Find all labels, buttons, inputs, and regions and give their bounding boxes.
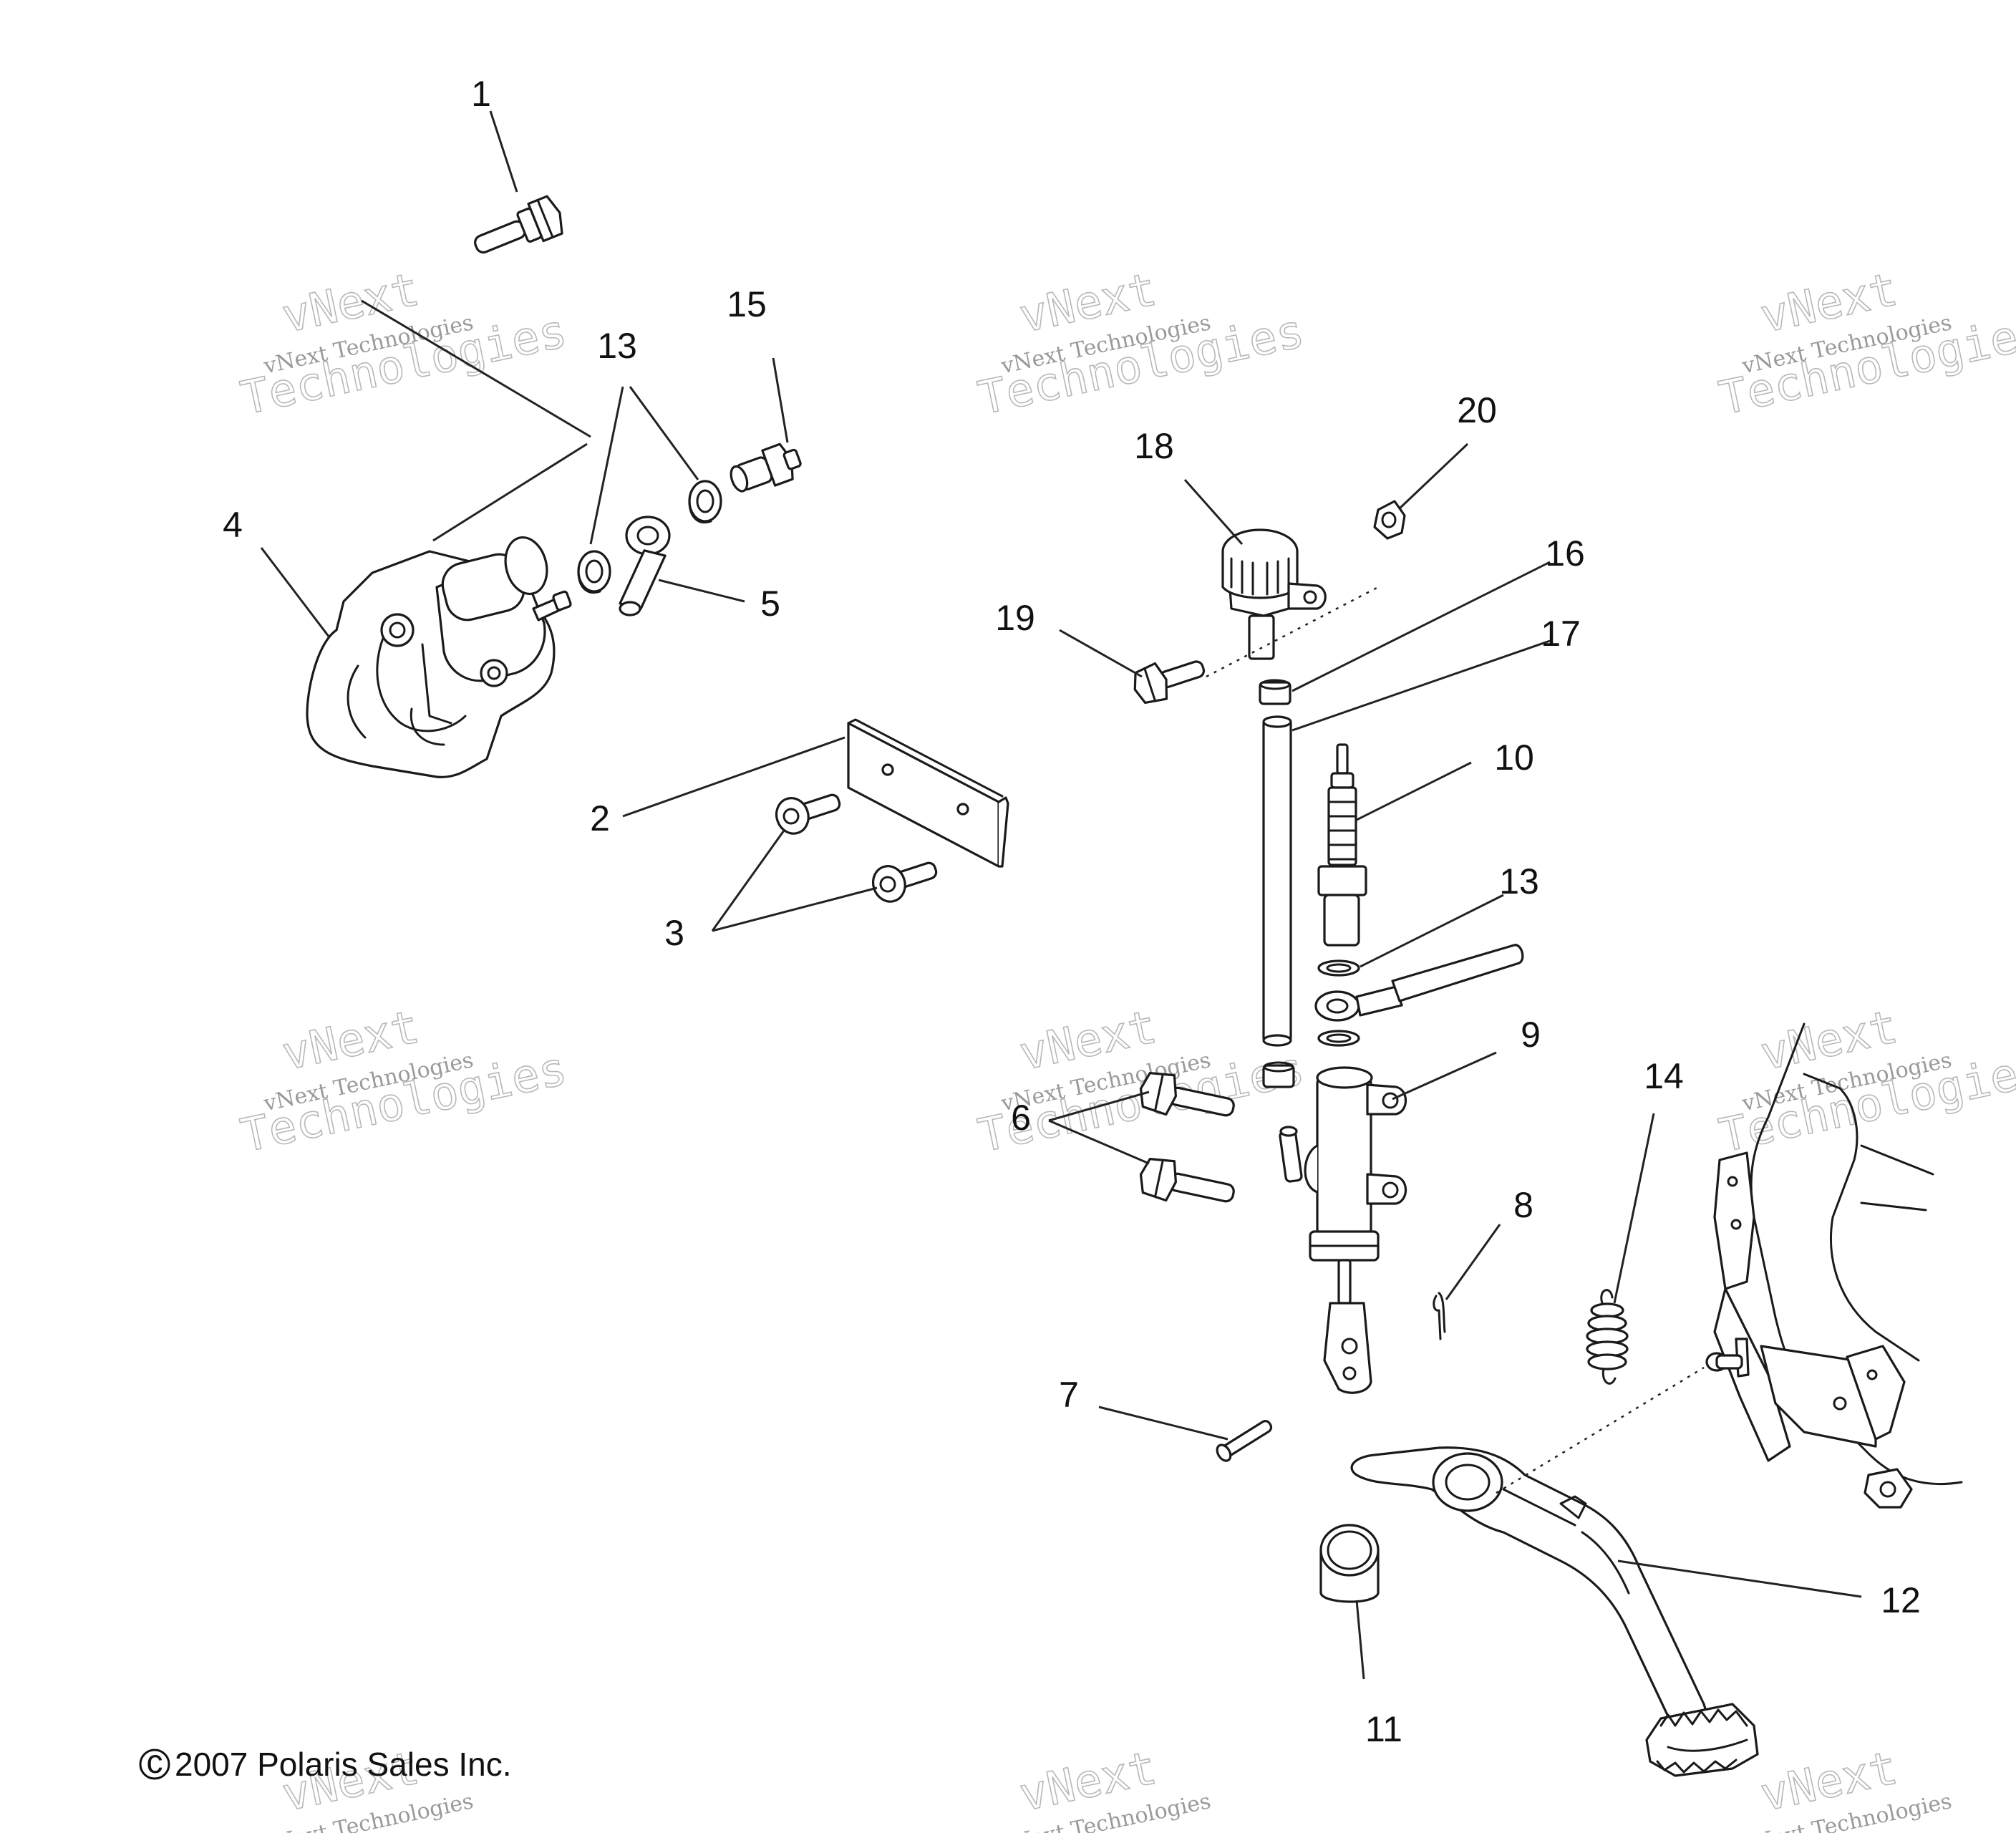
part-banjo-fitting-hose [1314,944,1524,1022]
part-15-bleeder-valve [730,442,802,493]
callout-2: 2 [590,798,610,838]
watermark-top-right: vNext vNext Technologies Technologies [1715,263,2016,426]
part-13-washer-lower [1317,1030,1360,1047]
leader-lines [260,110,1862,1680]
part-7-clevis-pin [1216,1420,1273,1462]
part-2-bracket [847,718,1009,868]
part-18-reservoir [1221,528,1327,660]
watermark-group: vNext vNext Technologies Technologies vN… [236,263,2016,1833]
part-6-bolt-upper [1139,1072,1235,1117]
callout-18: 18 [1134,426,1174,466]
watermark-top-left: vNext vNext Technologies Technologies [236,263,572,426]
watermark-bottom-right: vNext vNext Technologies [1740,1741,1954,1833]
callout-12: 12 [1881,1580,1921,1620]
copyright-text: 2007 Polaris Sales Inc. [175,1746,512,1783]
callout-labels: 1 13 15 4 5 2 3 18 20 16 19 17 10 13 9 6… [223,74,1921,1749]
callout-14: 14 [1644,1056,1684,1096]
copyright-notice: c 2007 Polaris Sales Inc. [139,1743,512,1783]
callout-3: 3 [664,913,684,953]
callout-7: 7 [1059,1375,1079,1415]
callout-9: 9 [1521,1015,1541,1055]
part-16-hose-clamp-lower [1262,1061,1295,1088]
callout-8: 8 [1513,1185,1533,1225]
part-6-bolt-lower [1139,1158,1235,1203]
callout-10: 10 [1494,737,1534,778]
part-14-return-spring [1586,1289,1629,1385]
callout-6: 6 [1011,1098,1031,1138]
part-11-pivot-bushing [1319,1524,1380,1603]
callout-13-lower: 13 [1499,861,1539,901]
part-13-washer-upper [1317,959,1360,977]
callout-20: 20 [1457,390,1497,430]
part-12-brake-pedal [1350,1446,1759,1777]
part-4-caliper [306,536,572,778]
callout-11: 11 [1365,1709,1402,1749]
part-17-brake-hose [1262,715,1292,1047]
part-5-banjo-fitting [619,516,671,616]
part-20-nut [1373,500,1406,540]
frame-bracket [1705,1022,1963,1509]
part-1-bolt [474,195,563,254]
callout-19: 19 [995,598,1035,638]
watermark-bottom-center: vNext vNext Technologies [999,1741,1213,1833]
watermark-mid-left: vNext vNext Technologies Technologies [236,1000,572,1164]
copyright-symbol: c [147,1743,163,1780]
callout-13-upper: 13 [597,326,637,366]
callout-5: 5 [760,584,780,624]
part-9-master-cylinder [1279,1066,1407,1394]
part-3-bolt-upper [775,793,841,835]
part-8-cotter-pin [1433,1292,1446,1340]
part-10-banjo-bolt [1317,743,1367,947]
callout-16: 16 [1545,533,1585,574]
callout-1: 1 [471,74,491,114]
watermark-line3: Technologies [1715,1043,2016,1164]
part-13-washer-right [688,480,722,523]
part-16-hose-clamp [1259,679,1292,705]
copyright-circle-icon [139,1749,170,1780]
watermark-top-center: vNext vNext Technologies Technologies [974,263,1309,426]
callout-4: 4 [223,505,243,545]
callout-15: 15 [727,284,767,324]
callout-17: 17 [1541,614,1581,654]
part-13-washer-left [577,550,611,594]
part-3-bolt-lower [871,861,938,903]
watermark-line3: Technologies [1715,305,2016,426]
part-19-bolt [1133,660,1206,705]
